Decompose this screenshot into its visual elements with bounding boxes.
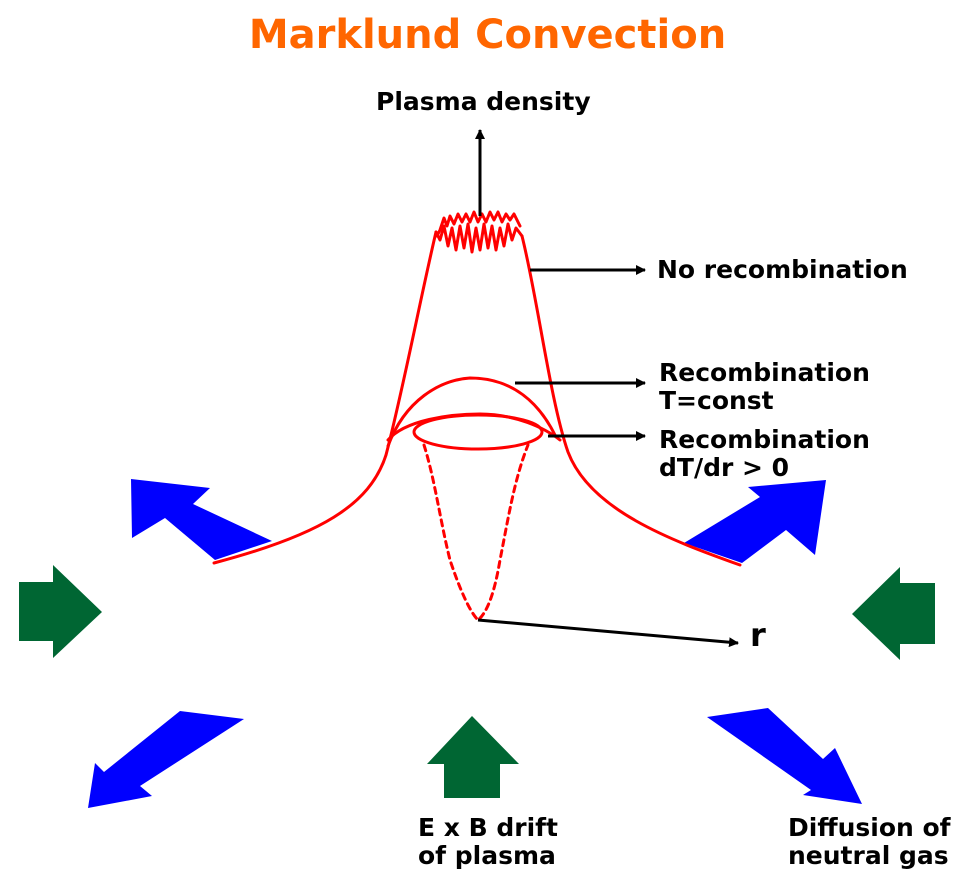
recombination-tconst-line2: T=const [659, 386, 774, 415]
diagram-title: Marklund Convection [248, 12, 727, 58]
no-recombination-peak-top [435, 210, 522, 238]
diffusion-line1: Diffusion of [788, 813, 951, 842]
recombination-dtdr-dip [422, 443, 530, 622]
green-arrow-right [852, 567, 935, 660]
blue-arrow-lower-left [88, 711, 244, 808]
plasma-density-label: Plasma density [376, 87, 591, 116]
diffusion-label: Diffusion of neutral gas [788, 814, 951, 870]
recombination-dtdr-line1: Recombination [659, 425, 870, 454]
no-recombination-peak-jagged [434, 222, 524, 254]
exb-line2: of plasma [418, 841, 556, 870]
recombination-tconst-label: Recombination T=const [659, 359, 870, 415]
no-recombination-curve [212, 230, 742, 567]
r-axis-label: r [750, 616, 766, 654]
diffusion-line2: neutral gas [788, 841, 949, 870]
r-axis [477, 618, 739, 648]
recombination-dtdr-ellipse [412, 413, 544, 451]
recombination-dtdr-label: Recombination dT/dr > 0 [659, 426, 870, 482]
green-arrow-bottom [427, 716, 519, 798]
recombination-tconst-curve [386, 376, 557, 448]
exb-drift-label: E x B drift of plasma [418, 814, 558, 870]
green-arrow-left [19, 565, 102, 658]
recombination-dtdr-line2: dT/dr > 0 [659, 453, 790, 482]
blue-arrow-upper-right [684, 480, 826, 563]
exb-line1: E x B drift [418, 813, 558, 842]
blue-arrow-upper-left [131, 479, 272, 560]
blue-arrow-lower-right [707, 708, 862, 804]
no-recombination-label: No recombination [657, 255, 908, 284]
recombination-dtdr-outer [386, 412, 562, 442]
recombination-tconst-line1: Recombination [659, 358, 870, 387]
